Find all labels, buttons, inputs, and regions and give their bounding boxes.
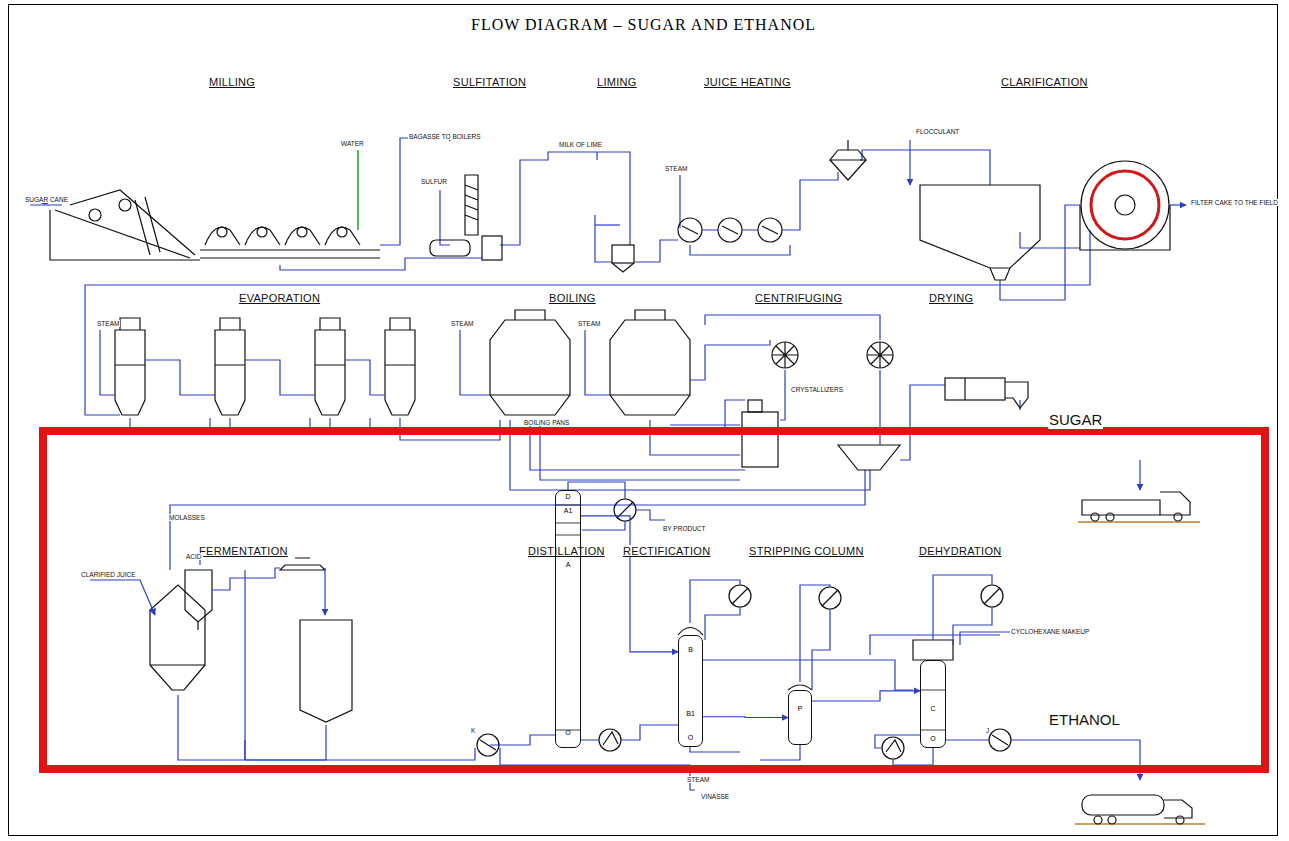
section-label: BOILING (548, 292, 597, 304)
column-section-letter: B1 (679, 710, 702, 717)
section-label: CENTRIFUGING (754, 292, 843, 304)
column-section-letter: A1 (556, 507, 580, 514)
process-line (703, 716, 788, 718)
column-vessel: D A1A O (555, 490, 581, 748)
section-label: J (985, 727, 990, 734)
section-label: MILLING (208, 76, 256, 88)
section-label: STEAM (686, 776, 710, 783)
section-label: STRIPPING COLUMN (748, 545, 865, 557)
diagram-title: FLOW DIAGRAM – SUGAR AND ETHANOL (471, 16, 816, 34)
column-vessel: P (788, 690, 812, 745)
column-section-letter: O (679, 734, 702, 741)
section-label: STEAM (577, 320, 601, 327)
section-label: FERMENTATION (198, 545, 289, 557)
process-line (581, 516, 678, 652)
column-section-letter: D (556, 493, 580, 500)
section-label: CRYSTALLIZERS (790, 386, 844, 393)
section-label: SULFUR (420, 178, 448, 185)
section-label: DEHYDRATION (918, 545, 1003, 557)
section-label: JUICE HEATING (703, 76, 792, 88)
section-label: LIMING (596, 76, 638, 88)
section-label: CYCLOHEXANE MAKEUP (1010, 628, 1090, 635)
section-label: CLARIFICATION (1000, 76, 1089, 88)
section-label: STEAM (96, 320, 120, 327)
section-label: STEAM (664, 165, 688, 172)
column-vessel: CO (920, 660, 946, 748)
section-label: STEAM (450, 320, 474, 327)
section-label: FILTER CAKE TO THE FIELD (1190, 199, 1279, 206)
section-label: WATER (340, 140, 365, 147)
column-section-letter: P (789, 705, 811, 712)
section-label: FLOCCULANT (915, 128, 960, 135)
section-label: RECTIFICATION (622, 545, 711, 557)
section-label: CLARIFIED JUICE (80, 571, 137, 578)
section-label: SULFITATION (452, 76, 527, 88)
column-section-letter: B (679, 646, 702, 653)
column-section-letter: O (921, 735, 945, 742)
column-section-letter: O (556, 729, 580, 736)
section-label: BOILING PANS (523, 419, 570, 426)
section-label: K (470, 727, 476, 734)
process-line (812, 691, 920, 701)
section-label: SUGAR CANE (24, 196, 69, 203)
section-label: SUGAR (1048, 412, 1103, 429)
section-label: ETHANOL (1048, 712, 1121, 729)
column-section-letter: A (556, 561, 580, 568)
column-section-letter: C (921, 705, 945, 712)
section-label: BY PRODUCT (662, 525, 707, 532)
section-label: DISTILLATION (527, 545, 606, 557)
section-label: EVAPORATION (238, 292, 321, 304)
column-vessel: B B1O (678, 635, 703, 747)
section-label: ACID (185, 553, 203, 560)
section-label: MOLASSES (168, 514, 206, 521)
section-label: DRYING (928, 292, 974, 304)
section-label: BAGASSE TO BOILERS (408, 133, 482, 140)
section-label: MILK OF LIME (558, 141, 603, 148)
section-label: VINASSE (700, 793, 730, 800)
